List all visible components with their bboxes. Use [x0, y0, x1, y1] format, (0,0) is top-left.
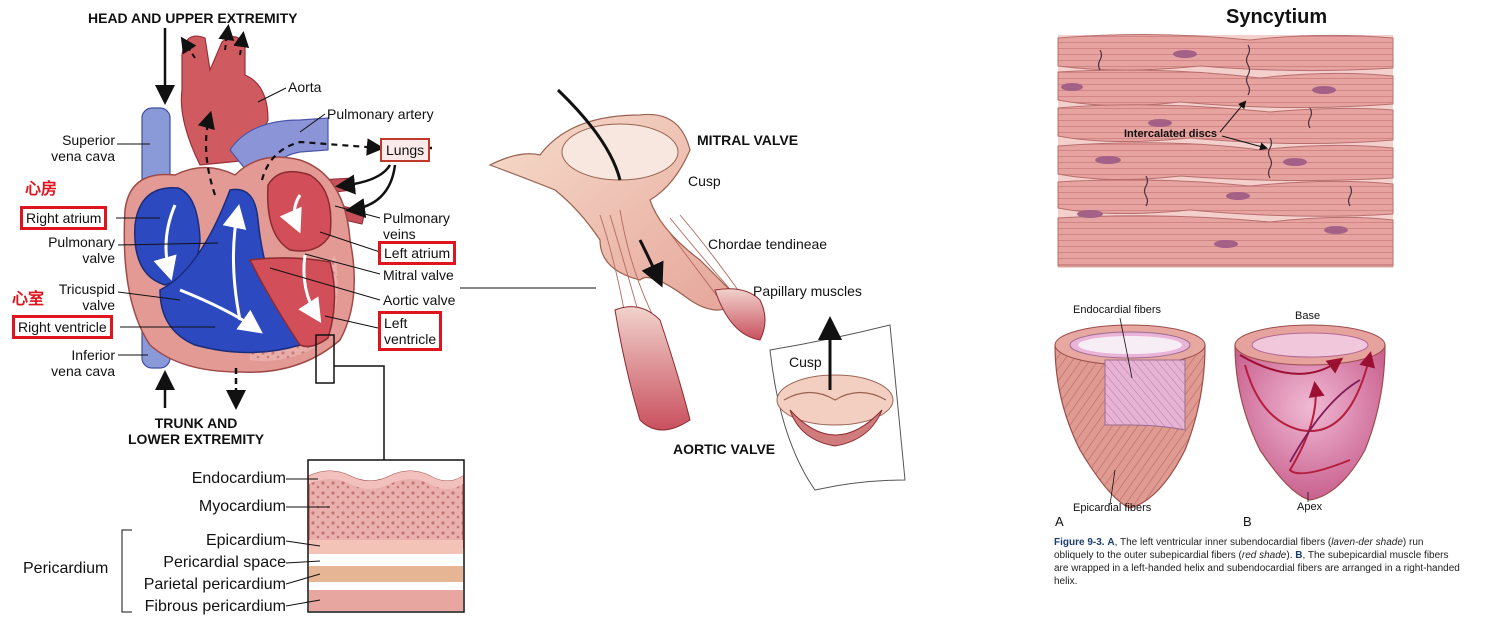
myocardium-label: Myocardium: [198, 498, 286, 515]
panel-a-label: A: [1055, 514, 1064, 529]
heart-wall-illustration: [121, 459, 465, 613]
mitral-valve-title: MITRAL VALVE: [697, 132, 799, 148]
syncytium-illustration: [1057, 33, 1394, 268]
caption-text-3: ).: [1286, 550, 1293, 561]
aortic-cusp-label: Cusp: [789, 354, 822, 370]
panel-b-label: B: [1243, 514, 1252, 529]
trunk-lower-label: TRUNK AND LOWER EXTREMITY: [128, 415, 265, 447]
aorta-label: Aorta: [288, 79, 322, 95]
caption-text-2: ) run obliquely to the outer subepicardi…: [1054, 537, 1424, 561]
right-atrium-label: Right atrium: [20, 206, 108, 230]
tricuspid-valve-label: Tricuspid valve: [58, 281, 115, 313]
caption-text-4: , The subepicardial muscle fibers are wr…: [1054, 550, 1460, 587]
pericardial-space-label: Pericardial space: [163, 554, 286, 571]
caption-a: A: [1107, 537, 1115, 548]
pulmonary-artery-label: Pulmonary artery: [327, 106, 434, 122]
aortic-valve-title: AORTIC VALVE: [673, 441, 776, 457]
epicardium-label: Epicardium: [205, 532, 286, 549]
chordae-label: Chordae tendineae: [708, 236, 828, 252]
papillary-label: Papillary muscles: [753, 283, 862, 299]
caption-red: red shade: [1241, 550, 1287, 561]
endocardial-fibers-label: Endocardial fibers: [1073, 304, 1162, 316]
right-ventricle-label: Right ventricle: [12, 315, 113, 339]
endocardium-label: Endocardium: [191, 470, 286, 487]
figure-caption: Figure 9-3. A, The left ventricular inne…: [1054, 536, 1464, 588]
pericardium-label: Pericardium: [23, 560, 109, 577]
caption-b: B: [1295, 550, 1303, 561]
fiber-cups-illustration: [1054, 317, 1386, 509]
head-upper-label: HEAD AND UPPER EXTREMITY: [88, 10, 298, 26]
base-label: Base: [1295, 310, 1321, 322]
valves-illustration: [488, 88, 906, 491]
caption-figure-number: Figure 9-3.: [1054, 537, 1105, 548]
caption-lavender: laven-der shade: [1331, 537, 1403, 548]
parietal-pericardium-label: Parietal pericardium: [143, 576, 286, 593]
left-atrium-label: Left atrium: [378, 241, 457, 265]
ventricle-chinese-label: 心室: [12, 291, 45, 308]
intercalated-label: Intercalated discs: [1124, 128, 1217, 140]
atrium-chinese-label: 心房: [25, 181, 58, 198]
epicardial-fibers-label: Epicardial fibers: [1073, 502, 1152, 514]
lungs-label: Lungs: [380, 138, 431, 162]
inferior-vena-cava-label: Inferior vena cava: [51, 347, 115, 379]
heart-illustration: [116, 24, 596, 460]
apex-label: Apex: [1297, 501, 1323, 513]
pulmonary-veins-label: Pulmonary veins: [383, 210, 450, 242]
left-ventricle-label: Left ventricle: [378, 311, 443, 351]
fibrous-pericardium-label: Fibrous pericardium: [144, 598, 286, 615]
superior-vena-cava-label: Superior vena cava: [51, 132, 115, 164]
mitral-cusp-label: Cusp: [688, 173, 721, 189]
caption-text-1: , The left ventricular inner subendocard…: [1114, 537, 1332, 548]
pulmonary-valve-label: Pulmonary valve: [48, 234, 115, 266]
aortic-valve-label: Aortic valve: [383, 292, 456, 308]
mitral-valve-label: Mitral valve: [383, 267, 454, 283]
syncytium-title: Syncytium: [1226, 6, 1328, 28]
